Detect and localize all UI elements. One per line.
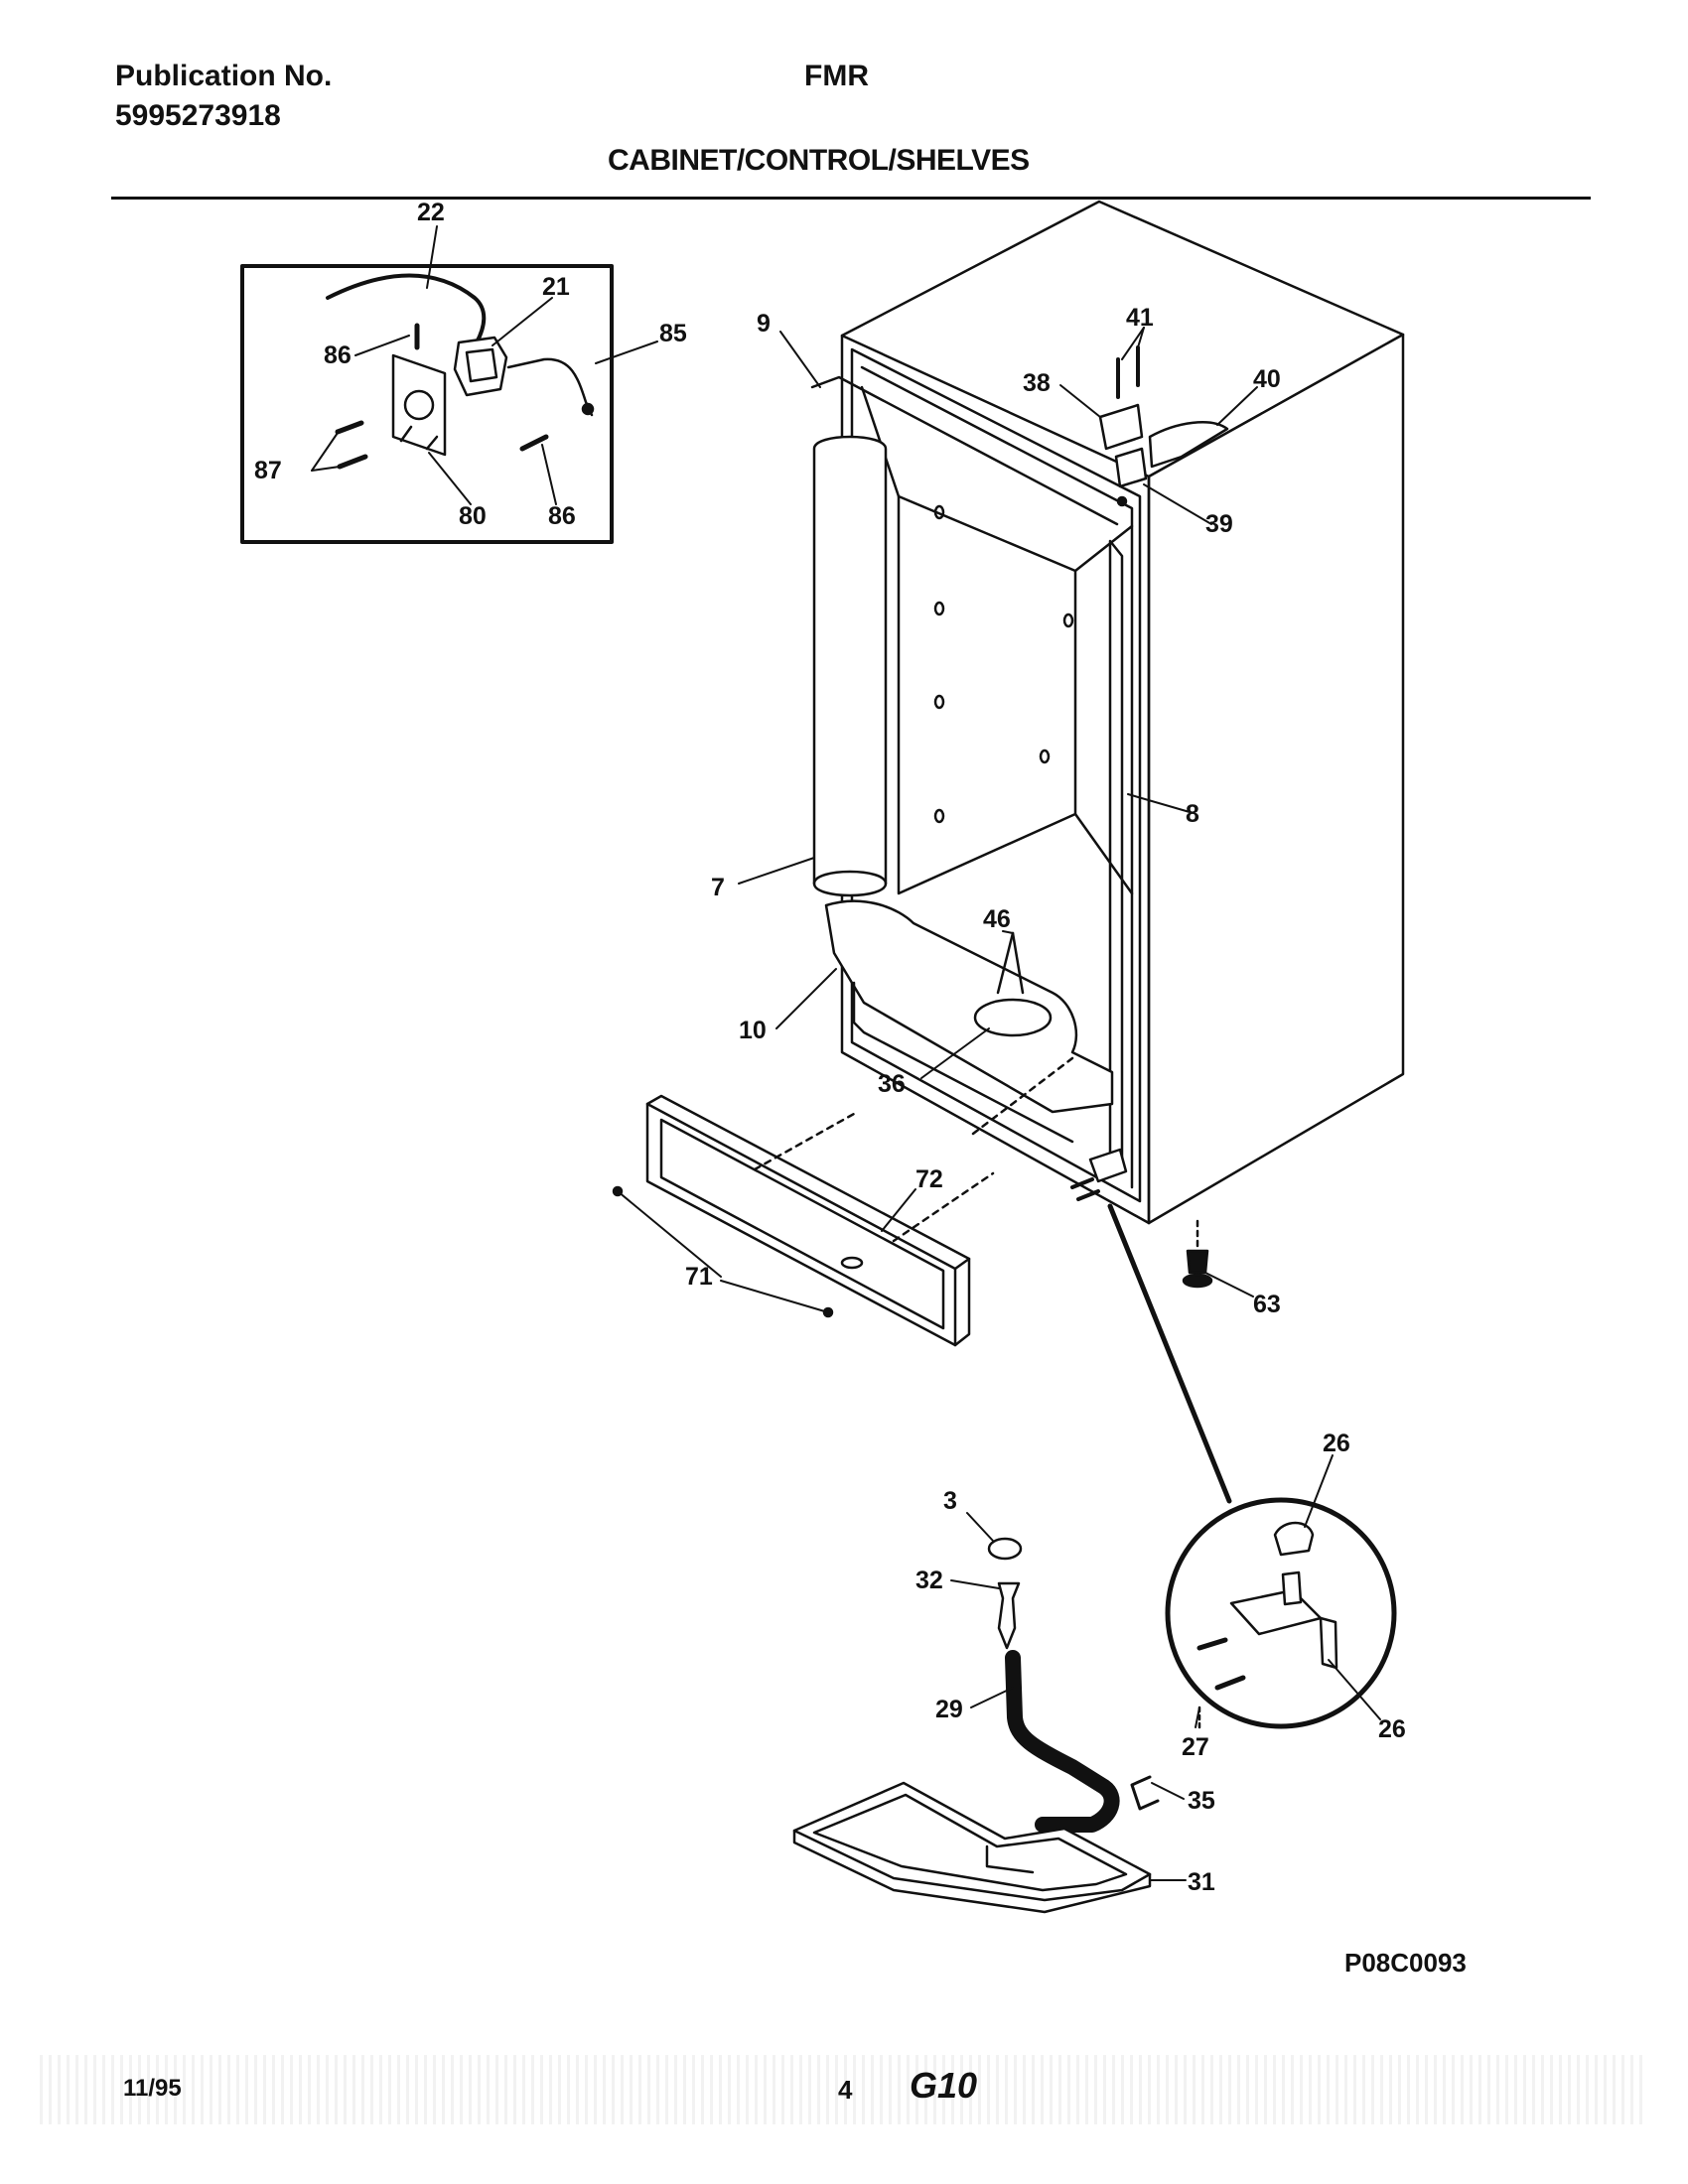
callout-8: 8 xyxy=(1186,800,1199,828)
control-inset xyxy=(240,264,614,544)
callout-80: 80 xyxy=(459,502,487,530)
callout-29: 29 xyxy=(935,1696,963,1723)
callout-3: 3 xyxy=(943,1487,957,1515)
callout-36: 36 xyxy=(878,1070,906,1098)
callout-21: 21 xyxy=(542,273,570,301)
leader-lines xyxy=(311,225,1381,1881)
callout-39: 39 xyxy=(1205,510,1233,538)
section-title: CABINET/CONTROL/SHELVES xyxy=(608,144,1030,177)
callout-27: 27 xyxy=(1182,1733,1209,1761)
callout-40: 40 xyxy=(1253,365,1281,393)
callout-41: 41 xyxy=(1126,304,1154,332)
header-rule xyxy=(111,197,1591,200)
page-number: 4 xyxy=(838,2075,853,2105)
publication-label: Publication No. xyxy=(115,60,333,92)
callout-35: 35 xyxy=(1188,1787,1215,1815)
callout-7: 7 xyxy=(711,874,725,901)
callout-71: 71 xyxy=(685,1263,713,1291)
footer-code: G10 xyxy=(910,2065,978,2106)
callout-9: 9 xyxy=(757,310,771,338)
callout-86: 86 xyxy=(324,341,352,369)
callout-46: 46 xyxy=(983,905,1011,933)
callout-87: 87 xyxy=(254,457,282,484)
cabinet xyxy=(810,200,1405,1289)
callout-85: 85 xyxy=(659,320,687,347)
hinge-detail xyxy=(1107,1203,1397,1729)
base-grille xyxy=(612,1056,1074,1347)
diagram-code: P08C0093 xyxy=(1344,1948,1467,1978)
callout-72: 72 xyxy=(915,1165,943,1193)
callout-63: 63 xyxy=(1253,1291,1281,1318)
callout-labels: 22 21 85 86 87 80 86 9 41 38 40 39 8 7 4… xyxy=(254,199,1406,1896)
callout-10: 10 xyxy=(739,1017,767,1044)
drain-assembly xyxy=(792,1537,1160,1914)
callout-22: 22 xyxy=(417,199,445,226)
callout-32: 32 xyxy=(915,1567,943,1594)
callout-86-lower: 86 xyxy=(548,502,576,530)
publication-number: 5995273918 xyxy=(115,99,281,132)
scan-noise-strip xyxy=(40,2055,1648,2124)
callout-38: 38 xyxy=(1023,369,1051,397)
footer-date: 11/95 xyxy=(123,2075,182,2102)
callout-26: 26 xyxy=(1323,1430,1350,1457)
callout-26-lower: 26 xyxy=(1378,1715,1406,1743)
model-name: FMR xyxy=(804,60,869,92)
callout-31: 31 xyxy=(1188,1868,1215,1896)
